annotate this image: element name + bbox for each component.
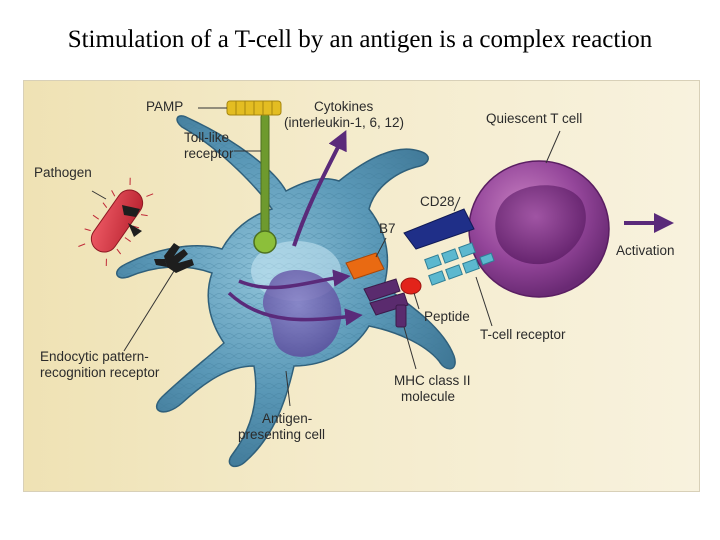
pamp-molecule [226, 100, 282, 116]
label-peptide: Peptide [424, 309, 470, 324]
cd28-receptor [403, 208, 475, 250]
peptide [400, 277, 422, 295]
cytokine-arrow [292, 129, 347, 247]
leader-lines [91, 107, 561, 407]
label-endocytic-line1: Endocytic pattern- [40, 349, 149, 364]
toll-like-receptor [253, 113, 277, 254]
diagram-canvas [78, 100, 674, 468]
pathogen [78, 177, 154, 266]
diagram-figure: PAMP Cytokines (interleukin-1, 6, 12) To… [23, 80, 700, 492]
slide-title: Stimulation of a T-cell by an antigen is… [67, 26, 653, 53]
label-pathogen: Pathogen [34, 165, 92, 180]
label-endocytic-line2: recognition receptor [40, 365, 160, 380]
label-mhc-line1: MHC class II [394, 373, 471, 388]
label-pamp: PAMP [146, 99, 184, 114]
label-t-cell-receptor: T-cell receptor [480, 327, 566, 342]
label-b7: B7 [379, 221, 396, 236]
label-quiescent-t-cell: Quiescent T cell [486, 111, 583, 126]
label-apc-line2: presenting cell [238, 427, 326, 442]
internal-arrow-lower [227, 291, 363, 326]
mhc-class-ii-molecule [363, 278, 409, 328]
label-toll-line2: receptor [184, 146, 234, 161]
label-apc-line1: Antigen- [262, 411, 313, 426]
label-activation: Activation [616, 243, 675, 258]
b7-ligand [345, 252, 385, 280]
label-cytokines-line2: (interleukin-1, 6, 12) [284, 115, 405, 130]
quiescent-t-cell [468, 160, 610, 298]
apc-nucleus [262, 269, 342, 357]
label-toll-line1: Toll-like [184, 130, 230, 145]
endocytic-receptor [122, 205, 194, 273]
internal-arrow-upper [238, 269, 351, 290]
t-cell-receptor [424, 242, 495, 286]
label-cytokines-line1: Cytokines [314, 99, 374, 114]
label-mhc-line2: molecule [401, 389, 456, 404]
label-cd28: CD28 [420, 194, 455, 209]
